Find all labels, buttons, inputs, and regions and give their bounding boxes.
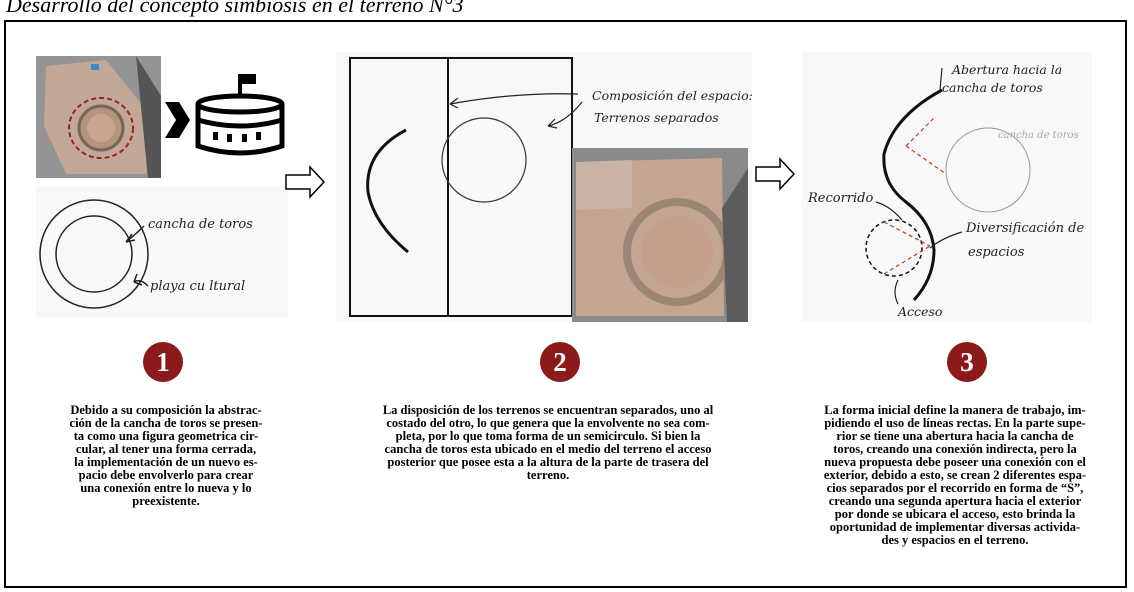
- bullring-icon: [193, 70, 288, 165]
- aerial-photo-1: [36, 56, 161, 178]
- sketch-1: cancha de toros playa cu ltural: [36, 186, 288, 318]
- arrow-right-icon: [284, 164, 326, 205]
- label-cancha-de-toros-3: cancha de toros: [998, 130, 1079, 141]
- label-composicion: Composición del espacio:: [592, 88, 752, 103]
- step-3-badge: 3: [947, 342, 987, 382]
- label-recorrido: Recorrido: [807, 191, 873, 206]
- arrow-right-icon: [754, 156, 796, 197]
- label-diversificacion-1: Diversificación de: [965, 221, 1084, 236]
- label-acceso: Acceso: [897, 304, 942, 319]
- label-diversificacion-2: espacios: [968, 245, 1025, 260]
- step-3-description: La forma inicial define la manera de tra…: [823, 403, 1087, 547]
- step-1-description: Debido a su composición la abstrac- ción…: [69, 403, 263, 508]
- sketch-3: Abertura hacia la cancha de toros cancha…: [802, 52, 1092, 322]
- aerial-photo-2: [572, 148, 748, 322]
- page-title: Desarrollo del concepto simbiosis en el …: [6, 0, 464, 17]
- label-playa-cultural: playa cu ltural: [150, 279, 245, 294]
- label-cancha-de-toros-1: cancha de toros: [148, 217, 253, 232]
- label-abertura-2: cancha de toros: [942, 80, 1043, 95]
- label-terrenos-separados: Terrenos separados: [594, 110, 719, 125]
- step-2-description: La disposición de los terrenos se encuen…: [382, 403, 714, 482]
- chevron-right-icon: [163, 100, 191, 145]
- step-1-badge: 1: [143, 342, 183, 382]
- step-2-badge: 2: [540, 342, 580, 382]
- label-abertura-1: Abertura hacia la: [951, 62, 1062, 77]
- content-frame: [4, 20, 1127, 588]
